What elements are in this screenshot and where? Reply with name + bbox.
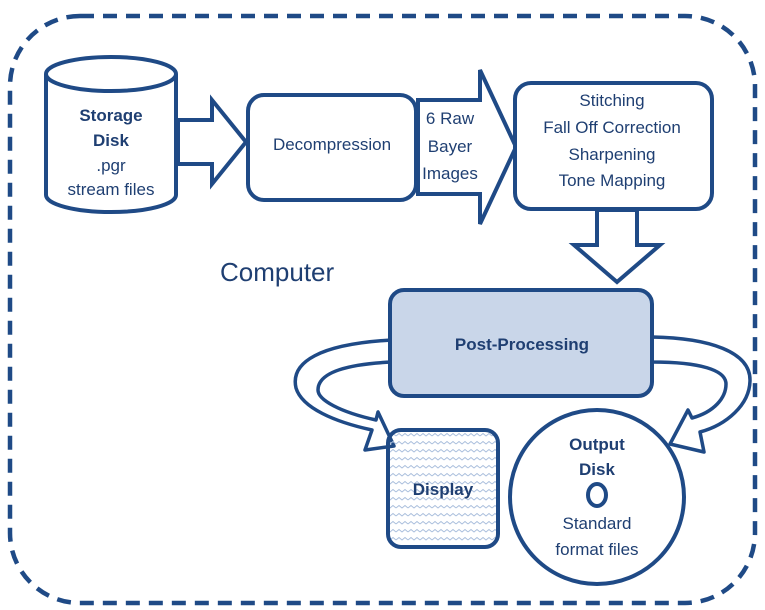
curved-arrow-to-display (293, 338, 396, 452)
raw-images-line-1: 6 Raw (426, 109, 475, 128)
computer-boundary (7, 13, 758, 606)
disk-hole-icon (586, 482, 608, 508)
curved-arrow-to-output (650, 335, 752, 454)
storage-disk: Storage Disk .pgr stream files (44, 55, 178, 214)
raw-images-line-3: Images (422, 164, 478, 183)
storage-disk-desc: stream files (68, 180, 155, 199)
raw-images-line-2: Bayer (428, 137, 473, 156)
output-disk-desc-2: format files (555, 540, 638, 559)
computer-label: Computer (220, 257, 334, 287)
processing-step-1: Stitching (579, 91, 644, 110)
output-disk-desc-1: Standard (563, 514, 632, 533)
storage-disk-ext: .pgr (96, 156, 126, 175)
output-disk: Output Disk Standard format files (508, 408, 686, 586)
display-box: Display (386, 428, 500, 549)
processing-step-4: Tone Mapping (559, 171, 666, 190)
storage-disk-title-1: Storage (79, 106, 142, 125)
processing-step-2: Fall Off Correction (543, 118, 681, 137)
output-disk-title-2: Disk (579, 460, 615, 479)
decompression-label: Decompression (273, 135, 391, 154)
post-processing-label: Post-Processing (455, 335, 589, 354)
decompression-box: Decompression (246, 93, 418, 202)
storage-disk-title-2: Disk (93, 131, 129, 150)
display-label: Display (413, 480, 474, 499)
post-processing-box: Post-Processing (388, 288, 654, 398)
arrow-storage-to-decompression (176, 94, 249, 190)
raw-images-arrow: 6 Raw Bayer Images (416, 69, 519, 225)
processing-box: Stitching Fall Off Correction Sharpening… (513, 81, 714, 211)
arrow-processing-to-post (568, 208, 666, 285)
processing-step-3: Sharpening (569, 145, 656, 164)
output-disk-title-1: Output (569, 435, 625, 454)
